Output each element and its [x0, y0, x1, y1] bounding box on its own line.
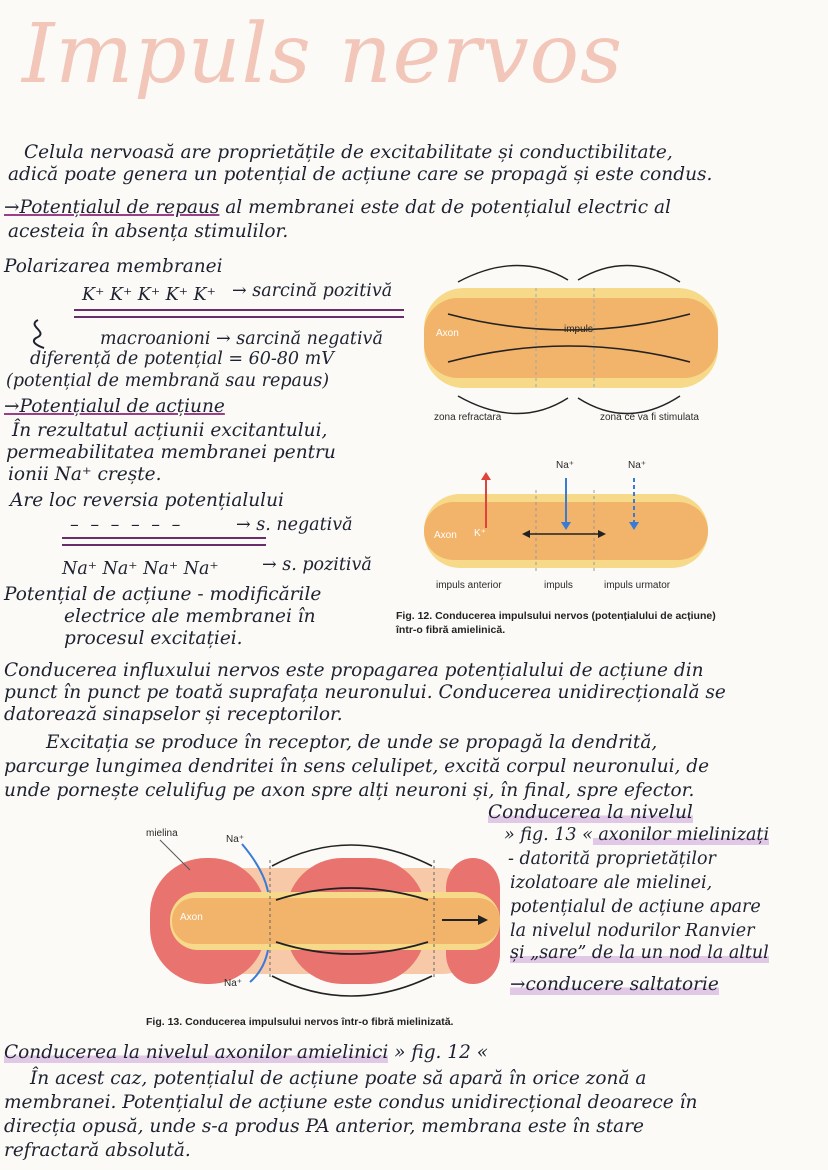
fig12-refractory-zone: zona refractara — [434, 412, 502, 423]
fig13-caption: Fig. 13. Conducerea impulsului nervos în… — [146, 1016, 454, 1028]
unmyelinated-line-3: direcția opusă, unde s-a produs PA anter… — [4, 1116, 644, 1137]
fig12-segment-previous: impuls anterior — [436, 580, 502, 591]
fig12-na-label-1: Na⁺ — [556, 460, 575, 471]
membrane-line-bottom — [74, 316, 404, 318]
unmyelinated-line-1: În acest caz, potențialul de acțiune poa… — [30, 1068, 647, 1089]
negative-signs: – – – – – – — [70, 515, 184, 535]
negative-charge-label: → s. negativă — [236, 515, 353, 535]
membrane-potential: (potențial de membrană sau repaus) — [6, 371, 330, 391]
myelinated-line-3: potențialul de acțiune apare — [510, 897, 761, 917]
action-line-2: permeabilitatea membranei pentru — [6, 442, 336, 463]
fig13-myelin-label: mielina — [146, 828, 178, 839]
fig12-impulse-label: impuls — [564, 324, 593, 335]
fig12-next-zone: zona ce va fi stimulata — [600, 412, 699, 423]
page-title: Impuls nervos — [22, 7, 624, 102]
fig12-segment-current: impuls — [544, 580, 573, 591]
resting-line-2: acesteia în absența stimulilor. — [8, 221, 289, 242]
potential-difference: diferență de potențial = 60-80 mV — [30, 349, 334, 369]
myelinated-line-5-text: și „sare” de la un nod la altul — [510, 943, 769, 963]
anions-label: macroanioni → sarcină negativă — [100, 329, 383, 349]
fig12-axon-label-2: Axon — [434, 530, 457, 541]
membrane-line-top — [74, 309, 404, 311]
conduction-line-2: punct în punct pe toată suprafața neuron… — [4, 682, 726, 703]
action-heading-text: →Potențialul de acțiune — [4, 396, 225, 417]
fig12-axon-diagram-bottom — [418, 472, 718, 582]
polarization-heading: Polarizarea membranei — [4, 256, 223, 277]
myelinated-line-1: - datorită proprietăților — [508, 849, 716, 869]
action-line-3: ionii Na⁺ crește. — [8, 464, 162, 485]
unmyelinated-line-4: refractară absolută. — [4, 1140, 191, 1161]
myelinated-line-4: la nivelul nodurilor Ranvier — [510, 921, 755, 941]
conduction-line-3: datorează sinapselor și receptorilor. — [4, 704, 343, 725]
action-def-2: electrice ale membranei în — [64, 606, 316, 627]
myelinated-heading: Conducerea la nivelul — [488, 802, 693, 824]
action-heading: →Potențialul de acțiune — [4, 396, 225, 418]
resting-line-1: →Potențialul de repaus al membranei este… — [4, 197, 671, 219]
action-def-1: Potențial de acțiune - modificările — [4, 584, 322, 605]
conduction-line-4: Excitația se produce în receptor, de und… — [46, 732, 658, 753]
saltatory-conduction-text: →conducere saltatorie — [510, 974, 719, 995]
fig12-caption-line-1: Fig. 12. Conducerea impulsului nervos (p… — [396, 610, 716, 622]
myelinated-line-2: izolatoare ale mielinei, — [510, 873, 713, 893]
fig12-segment-next: impuls urmator — [604, 580, 671, 591]
intro-line-1: Celula nervoasă are proprietățile de exc… — [24, 142, 673, 163]
reversal-heading: Are loc reversia potențialului — [10, 490, 284, 511]
fig12-na-label-2: Na⁺ — [628, 460, 647, 471]
fig12-axon-label: Axon — [436, 328, 459, 339]
reversal-line-bottom — [62, 544, 266, 546]
myelinated-line-5: și „sare” de la un nod la altul — [510, 942, 769, 964]
positive-charge-label: → sarcină pozitivă — [232, 281, 393, 301]
fig12-k-label: K⁺ — [474, 528, 486, 539]
unmyelinated-heading: Conducerea la nivelul axonilor amielinic… — [4, 1042, 488, 1064]
fig13-na-bottom-label: Na⁺ — [224, 978, 243, 989]
action-line-1: În rezultatul acțiunii excitantului, — [12, 420, 328, 441]
myelinated-ref: » fig. 13 « — [504, 825, 593, 845]
conduction-line-5: parcurge lungimea dendritei în sens celu… — [4, 756, 710, 777]
conduction-line-1: Conducerea influxului nervos este propag… — [4, 660, 704, 681]
myelinated-figure-ref: » fig. 13 « axonilor mielinizați — [504, 824, 770, 846]
intro-line-2: adică poate genera un potențial de acțiu… — [8, 164, 713, 185]
unmyelinated-line-2: membranei. Potențialul de acțiune este c… — [4, 1092, 698, 1113]
resting-heading: →Potențialul de repaus — [4, 197, 220, 218]
potassium-ions: K⁺ K⁺ K⁺ K⁺ K⁺ — [82, 285, 216, 305]
unmyelinated-heading-text: Conducerea la nivelul axonilor amielinic… — [4, 1042, 389, 1063]
myelinated-ref-b: axonilor mielinizați — [592, 825, 770, 845]
reversal-line-top — [62, 537, 266, 539]
action-def-3: procesul excitației. — [64, 628, 243, 649]
fig12-axon-diagram-top — [418, 258, 718, 428]
resting-text: al membranei este dat de potențialul ele… — [219, 197, 671, 218]
unmyelinated-ref: » fig. 12 « — [394, 1042, 489, 1063]
fig12-caption-line-2: într-o fibră amielinică. — [396, 624, 506, 636]
fig13-na-top-label: Na⁺ — [226, 834, 245, 845]
fig13-myelinated-axon-diagram — [150, 830, 500, 1010]
conduction-line-6: unde pornește celulifug pe axon spre alț… — [4, 780, 695, 801]
saltatory-conduction: →conducere saltatorie — [510, 974, 719, 996]
positive-charge-label-2: → s. pozitivă — [262, 555, 372, 575]
sodium-ions: Na⁺ Na⁺ Na⁺ Na⁺ — [62, 559, 219, 579]
myelinated-heading-text: Conducerea la nivelul — [488, 802, 693, 823]
brace-mark — [24, 318, 54, 350]
fig13-axon-label: Axon — [180, 912, 203, 923]
